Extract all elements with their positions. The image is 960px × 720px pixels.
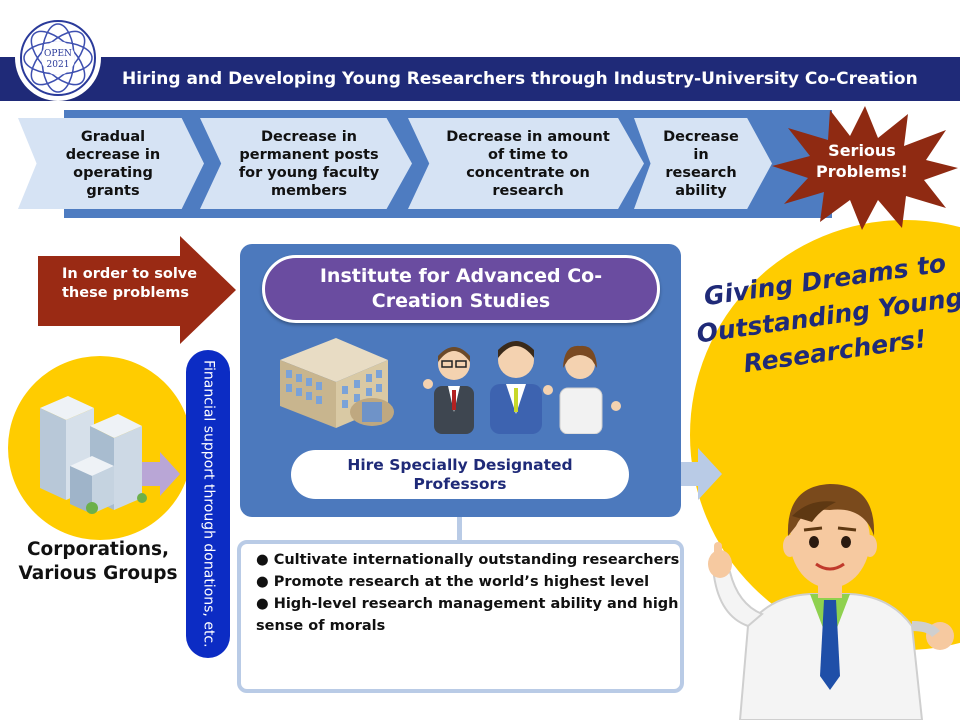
- outcomes-list: ● Cultivate internationally outstanding …: [256, 549, 681, 637]
- logo-text-line2: 2021: [47, 60, 70, 70]
- outcome-item: ● High-level research management ability…: [256, 596, 679, 634]
- problem-step-4: Decrease in research ability: [634, 118, 772, 209]
- solve-arrow-label: In order to solve these problems: [62, 266, 198, 301]
- open-2021-logo-icon: OPEN 2021: [15, 15, 101, 101]
- red-arrow-shape: [38, 236, 236, 344]
- building-illustration-icon: [280, 338, 394, 428]
- problem-step-1: Gradual decrease in operating grants: [18, 118, 204, 209]
- connector-line: [457, 499, 462, 541]
- institute-title: Institute for Advanced Co-Creation Studi…: [262, 255, 660, 323]
- corporate-buildings-illustration-icon: [40, 396, 147, 514]
- page-title: Hiring and Developing Young Researchers …: [122, 69, 918, 89]
- starburst-shape-icon: [772, 106, 958, 230]
- financial-support-label: Financial support through donations, etc…: [200, 360, 217, 648]
- yellow-circle-right: [690, 220, 960, 650]
- financial-support-pill: [186, 350, 230, 658]
- problem-step-2: Decrease in permanent posts for young fa…: [200, 118, 412, 209]
- researchers-illustration-icon: [423, 341, 621, 434]
- header-bar: [0, 57, 960, 101]
- logo-text-line1: OPEN: [44, 49, 72, 59]
- outcomes-box: [237, 540, 684, 693]
- hire-professors-label: Hire Specially Designated Professors: [291, 450, 629, 499]
- financial-support-text-wrap: Financial support through donations, etc…: [186, 350, 230, 658]
- outcome-item: ● Promote research at the world’s highes…: [256, 574, 650, 590]
- problem-step-3: Decrease in amount of time to concentrat…: [408, 118, 644, 209]
- corporations-label: Corporations, Various Groups: [18, 539, 178, 584]
- lavender-arrow-shape: [140, 452, 180, 496]
- serious-problems-label: Serious Problems!: [816, 141, 908, 181]
- young-researcher-illustration-icon: [708, 484, 954, 720]
- right-arrow-shape: [642, 448, 722, 500]
- outcome-item: ● Cultivate internationally outstanding …: [256, 552, 680, 568]
